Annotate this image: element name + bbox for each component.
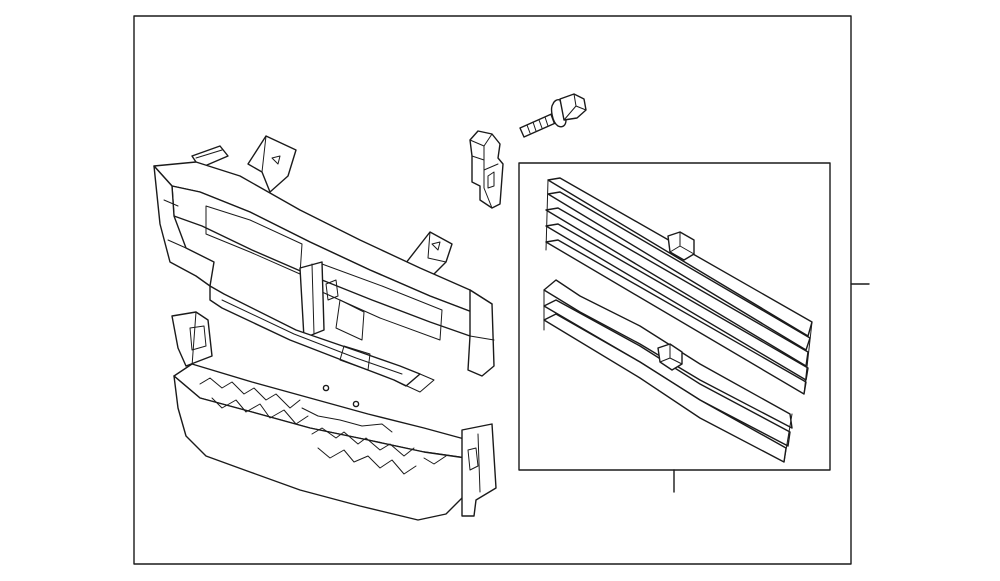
outer-frame	[133, 15, 852, 565]
bolt-icon	[519, 93, 587, 138]
shutter-louvers-icon	[543, 177, 813, 463]
bracket-clip-icon	[469, 130, 504, 209]
radiator-support-assembly-icon	[153, 135, 497, 521]
